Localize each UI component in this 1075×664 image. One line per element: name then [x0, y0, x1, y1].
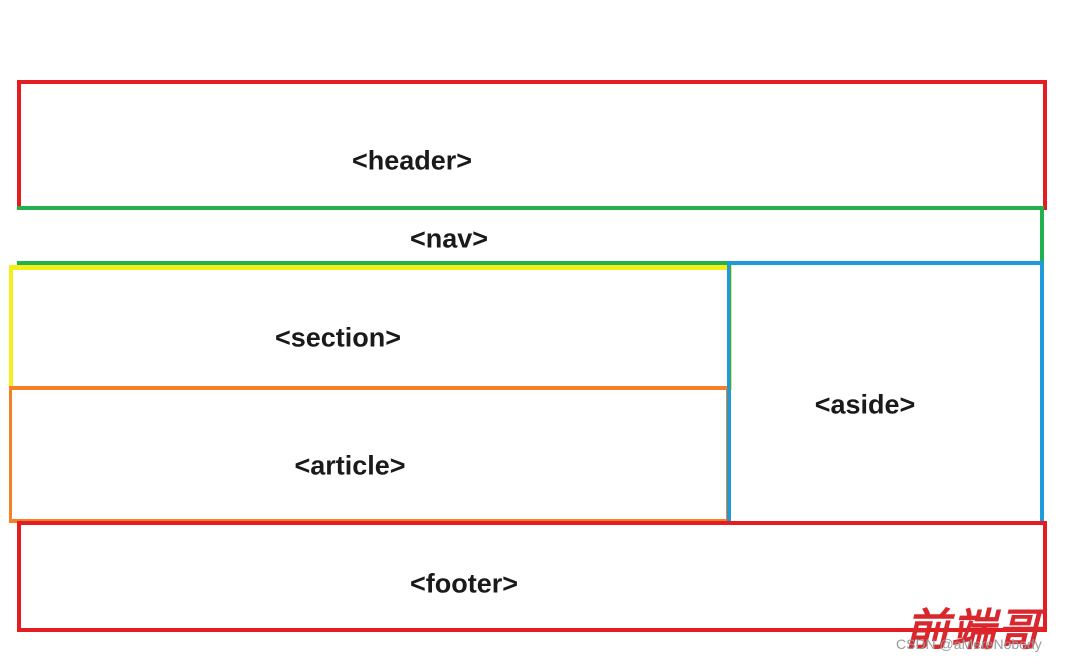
aside-label: <aside>: [814, 389, 916, 420]
credit-text: CSDN @aMereNobody: [896, 636, 1042, 652]
nav-region: [17, 206, 1044, 265]
header-label: <header>: [351, 145, 473, 176]
header-region: [17, 80, 1047, 210]
logo-watermark: 前端哥: [905, 605, 1043, 656]
footer-region: [17, 521, 1047, 632]
article-label: <article>: [294, 450, 406, 481]
section-label: <section>: [274, 322, 402, 353]
footer-label: <footer>: [409, 568, 519, 599]
nav-label: <nav>: [409, 223, 489, 254]
